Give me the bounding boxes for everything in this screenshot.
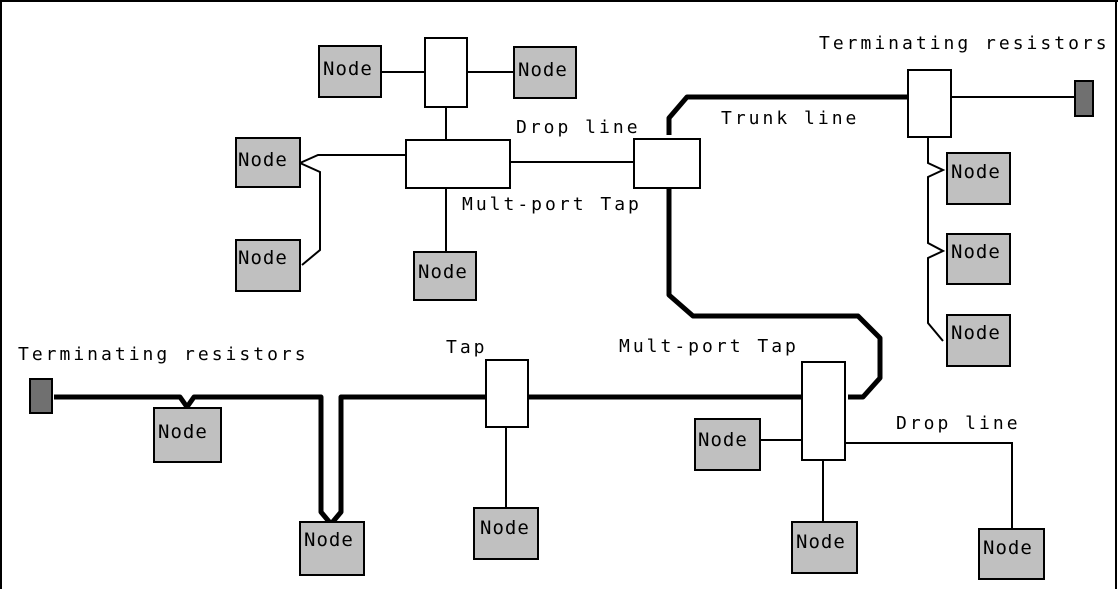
label-terminating-resistors-right: Terminating resistors: [819, 33, 1110, 54]
trunk-line-upper: [666, 94, 908, 135]
label-tap: Tap: [446, 337, 488, 358]
trunk-line-bottom: [54, 394, 802, 527]
node-right-2: Node: [946, 233, 1011, 285]
node-label: Node: [238, 247, 288, 269]
node-left-upper: Node: [235, 137, 301, 188]
node-label: Node: [983, 537, 1033, 559]
drop-line-mpt-right: [845, 442, 1013, 529]
tap-right: [907, 69, 952, 138]
labels: Terminating resistors Trunk line Drop li…: [18, 33, 1110, 434]
label-drop-line-lower: Drop line: [896, 413, 1021, 434]
node-right-1: Node: [946, 152, 1011, 205]
terminating-resistor-left: [29, 378, 53, 414]
mult-port-tap-upper: [405, 139, 511, 189]
tap-trunk-junction: [633, 138, 701, 189]
label-mult-port-tap-lower: Mult-port Tap: [619, 336, 799, 357]
node-label: Node: [698, 429, 748, 451]
node-label: Node: [158, 421, 208, 443]
node-label: Node: [951, 161, 1001, 183]
node-label: Node: [418, 261, 468, 283]
drop-line-node-left2: [299, 162, 321, 266]
label-trunk-line: Trunk line: [721, 108, 859, 129]
node-right-3: Node: [946, 314, 1011, 367]
node-bottom-trunk: Node: [299, 521, 365, 576]
node-top-left: Node: [318, 45, 382, 98]
node-top-right: Node: [513, 46, 577, 99]
node-center: Node: [413, 251, 477, 301]
taps: [405, 37, 952, 461]
node-label: Node: [480, 517, 530, 539]
trunk-line-vertical: [666, 188, 883, 400]
label-mult-port-tap-upper: Mult-port Tap: [462, 194, 642, 215]
node-label: Node: [323, 58, 373, 80]
mult-port-tap-lower: [801, 361, 846, 461]
drop-line-node-left1: [299, 154, 406, 164]
drop-line-right-chain: [927, 137, 946, 342]
nodes: Node Node Node Node Node Node Node Node: [153, 45, 1045, 580]
node-label: Node: [518, 59, 568, 81]
terminating-resistor-right: [1074, 80, 1094, 117]
node-label: Node: [951, 241, 1001, 263]
node-label: Node: [304, 529, 354, 551]
node-label: Node: [951, 322, 1001, 344]
drop-lines: [299, 71, 1075, 529]
node-bottom-tap: Node: [473, 507, 539, 560]
node-label: Node: [238, 149, 288, 171]
node-mpt-left: Node: [694, 418, 761, 471]
node-mpt-right: Node: [978, 528, 1045, 580]
node-mpt-bottom: Node: [791, 521, 858, 574]
trunk-lines: [54, 94, 908, 527]
tap-top: [424, 37, 468, 108]
label-drop-line-upper: Drop line: [516, 117, 641, 138]
node-bottom-left: Node: [153, 407, 222, 463]
node-label: Node: [796, 531, 846, 553]
tap-bottom: [485, 359, 529, 428]
label-terminating-resistors-left: Terminating resistors: [18, 344, 309, 365]
node-left-lower: Node: [235, 239, 301, 292]
